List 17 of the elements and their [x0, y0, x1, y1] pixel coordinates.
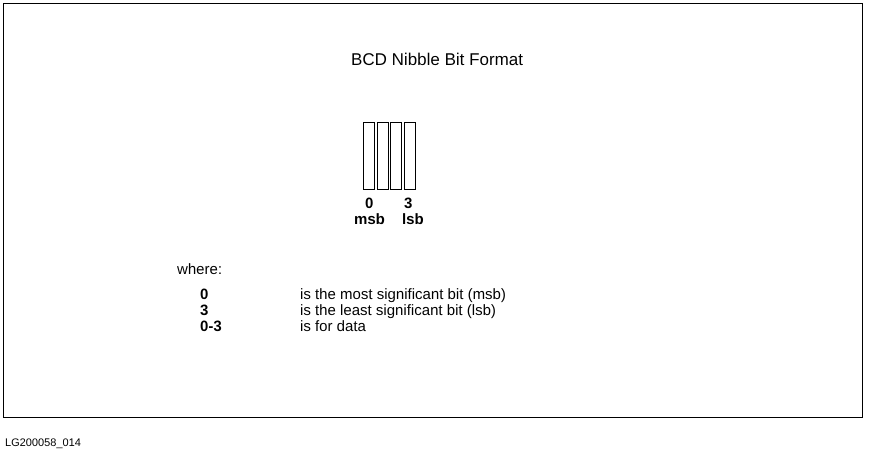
bit-caption: lsb [402, 212, 424, 228]
note-heading: where: [177, 262, 222, 278]
title: BCD Nibble Bit Format [351, 50, 523, 70]
bit-number: 3 [404, 196, 412, 212]
bit-caption: msb [354, 212, 385, 228]
bit-cell [404, 122, 416, 190]
description-text: is the least significant bit (lsb) [300, 303, 496, 319]
description-text: is the most significant bit (msb) [300, 287, 506, 303]
bit-number: 0 [200, 287, 208, 303]
figure-id: LG200058_014 [5, 437, 81, 449]
bit-number: 3 [200, 303, 208, 319]
bit-cell [376, 122, 388, 190]
bit-cell [363, 122, 375, 190]
bit-cell [390, 122, 402, 190]
description-text: is for data [300, 319, 366, 335]
bit-range: 0-3 [200, 319, 222, 335]
bit-number: 0 [365, 196, 374, 212]
